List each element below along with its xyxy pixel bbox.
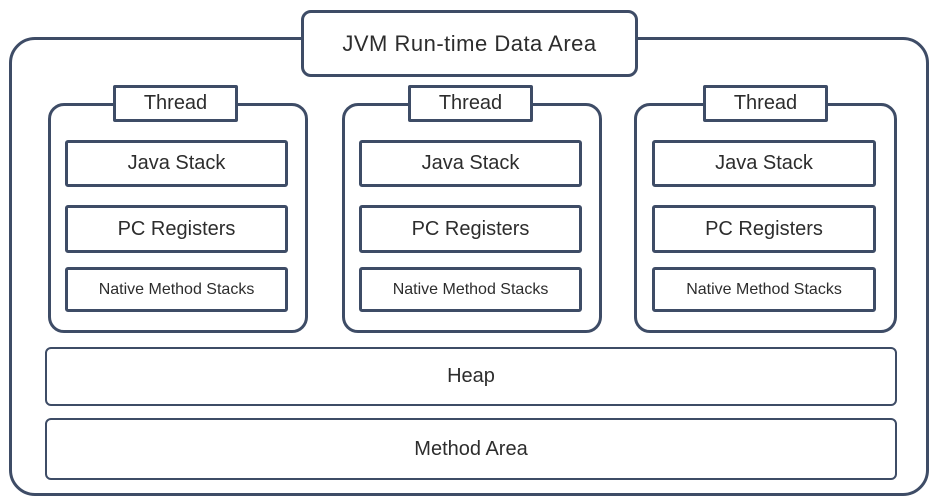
pc-registers-box-3: PC Registers (652, 205, 876, 253)
native-method-stacks-box-3: Native Method Stacks (652, 267, 876, 312)
diagram-title: JVM Run-time Data Area (301, 10, 638, 77)
native-method-stacks-box-1: Native Method Stacks (65, 267, 288, 312)
thread-label-3: Thread (703, 85, 828, 122)
thread-label-1: Thread (113, 85, 238, 122)
pc-registers-box-1: PC Registers (65, 205, 288, 253)
thread-label-2: Thread (408, 85, 533, 122)
java-stack-box-2: Java Stack (359, 140, 582, 187)
java-stack-box-3: Java Stack (652, 140, 876, 187)
java-stack-box-1: Java Stack (65, 140, 288, 187)
native-method-stacks-box-2: Native Method Stacks (359, 267, 582, 312)
method-area-box: Method Area (45, 418, 897, 480)
heap-box: Heap (45, 347, 897, 406)
pc-registers-box-2: PC Registers (359, 205, 582, 253)
